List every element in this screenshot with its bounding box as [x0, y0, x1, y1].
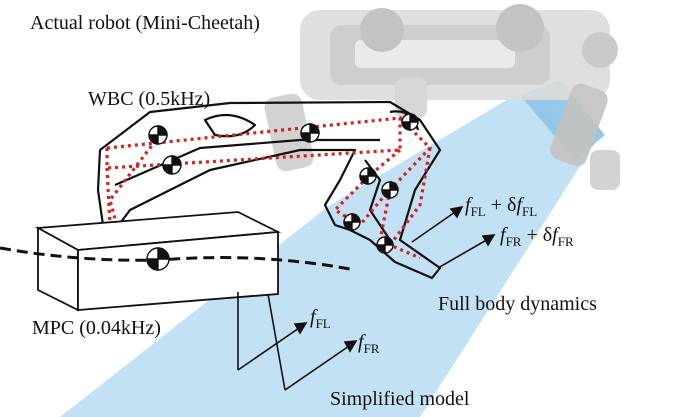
com-marker-front-shin — [343, 213, 361, 231]
projection-beam-main — [60, 95, 600, 417]
com-markers — [148, 113, 419, 254]
full-body-dynamics-label: Full body dynamics — [438, 293, 597, 315]
simplified-model-label: Simplified model — [330, 388, 470, 410]
wbc-label: WBC (0.5kHz) — [88, 88, 210, 110]
force-label-fr-wbc: fFR + δfFR — [500, 224, 574, 249]
force-label-fr-mpc: fFR — [358, 331, 380, 356]
actual-robot-label: Actual robot (Mini-Cheetah) — [30, 12, 260, 34]
com-marker-front-upper — [401, 113, 419, 131]
com-marker-simplified — [146, 247, 170, 271]
com-marker-body-left — [148, 125, 168, 145]
force-arrows — [237, 205, 496, 391]
actual-robot-image — [264, 4, 620, 190]
com-marker-front-knee — [381, 181, 399, 199]
com-marker-body-mid — [300, 123, 320, 143]
force-label-fl-mpc: fFL — [310, 306, 331, 331]
mpc-label: MPC (0.04kHz) — [32, 317, 161, 339]
simplified-model-box — [34, 211, 282, 312]
com-marker-hip — [162, 155, 182, 175]
com-marker-front-foot — [376, 236, 394, 254]
force-label-fl-wbc: fFL + δfFL — [465, 194, 537, 219]
com-marker-front-thigh — [359, 167, 377, 185]
